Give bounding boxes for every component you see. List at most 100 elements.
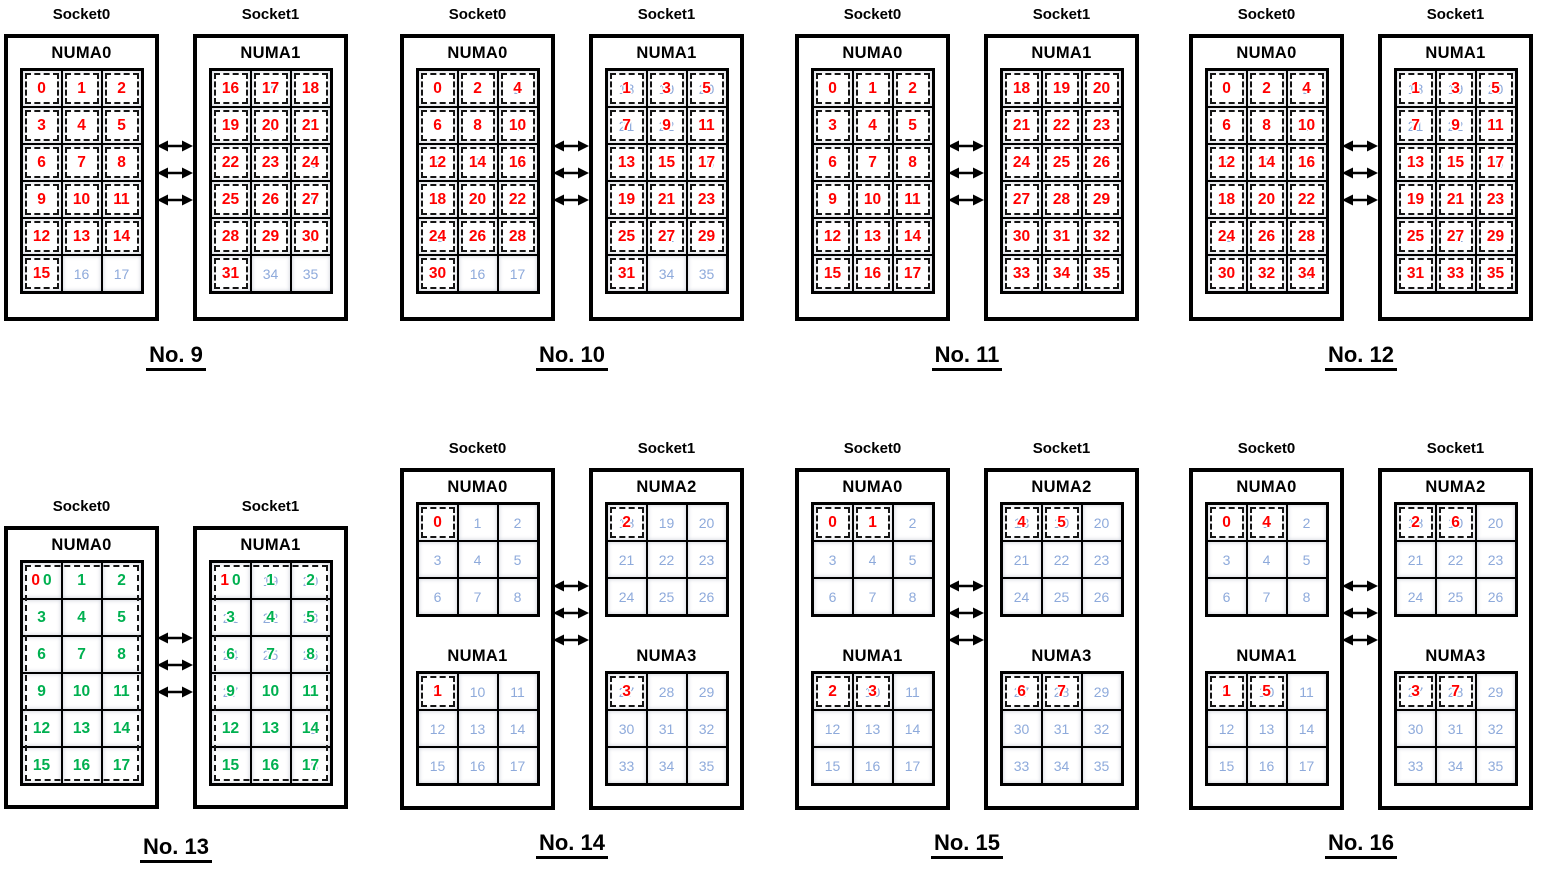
core-id: 35 [1487,265,1504,282]
core-cell: 19 [646,504,687,541]
core-id: 9 [828,191,837,208]
core-id: 16 [469,265,486,282]
thread-number: 3 [226,608,235,626]
core-cell: 8 [497,578,538,615]
thread-number: 1 [77,571,86,589]
core-id: 1 [1262,514,1271,531]
core-id: 15 [33,265,50,282]
core-id: 18 [1407,514,1424,531]
rank-number: 5 [117,116,126,134]
core-cell: 4 [1246,541,1287,578]
double-arrow-icon [553,140,589,152]
rank-number: 23 [1486,190,1505,208]
core-id: 12 [824,228,841,245]
rank-number: 5 [1491,79,1500,97]
core-id: 27 [1013,191,1030,208]
core-id: 5 [117,609,126,626]
core-id: 24 [1407,588,1424,605]
thread-number: 2 [117,571,126,589]
rank-number: 4 [513,79,522,97]
core-cell: 2 [497,504,538,541]
core-id: 32 [1487,228,1504,245]
rank-number: 7 [868,153,877,171]
thread-number: 4 [77,608,86,626]
core-cell: 11 [1286,673,1327,710]
core-cell: 16 [457,747,498,784]
core-id: 33 [1407,757,1424,774]
rank-number: 1 [868,513,877,531]
rank-number: 7 [1451,682,1460,700]
core-cell: 33 [1001,747,1042,784]
core-id: 27 [1407,683,1424,700]
rank-number: 6 [1222,116,1231,134]
core-id: 35 [1093,265,1110,282]
core-cell: 20 [1475,504,1516,541]
rank-number: 21 [657,190,676,208]
thread-number: 15 [221,756,240,774]
core-id: 34 [1447,265,1464,282]
core-id: 30 [618,720,635,737]
rank-number: 11 [904,190,921,208]
core-id: 21 [1407,117,1424,134]
rank-number: 29 [1092,190,1111,208]
core-cell: 3 [417,541,458,578]
core-cell: 25 [1435,578,1476,615]
rank-number: 0 [433,79,442,97]
rank-number: 26 [1257,227,1276,245]
core-cell: 31 [646,710,687,747]
rank-number: 18 [1012,79,1031,97]
core-id: 10 [469,683,486,700]
rank-number: 17 [1486,153,1505,171]
core-id: 27 [618,683,635,700]
core-cell: 15 [812,747,853,784]
double-arrow-icon [553,167,589,179]
core-id: 32 [302,228,319,245]
core-id: 8 [1302,588,1311,605]
core-cell: 4 [852,541,893,578]
core-id: 5 [513,117,522,134]
core-id: 29 [1487,683,1504,700]
socket-interconnect-arrows [948,580,984,646]
rank-number: 7 [1411,116,1420,134]
rank-number: 2 [117,79,126,97]
core-cell: 2 [892,504,933,541]
core-id: 33 [222,757,239,774]
core-id: 33 [618,757,635,774]
double-arrow-icon [948,580,984,592]
core-cell: 13 [852,710,893,747]
core-id: 22 [262,117,279,134]
rank-number: 4 [868,116,877,134]
core-id: 31 [658,228,675,245]
rank-number: 3 [868,682,877,700]
numa0-title: NUMA0 [51,536,112,554]
core-cell: 14 [892,710,933,747]
thread-number: 8 [306,645,315,663]
